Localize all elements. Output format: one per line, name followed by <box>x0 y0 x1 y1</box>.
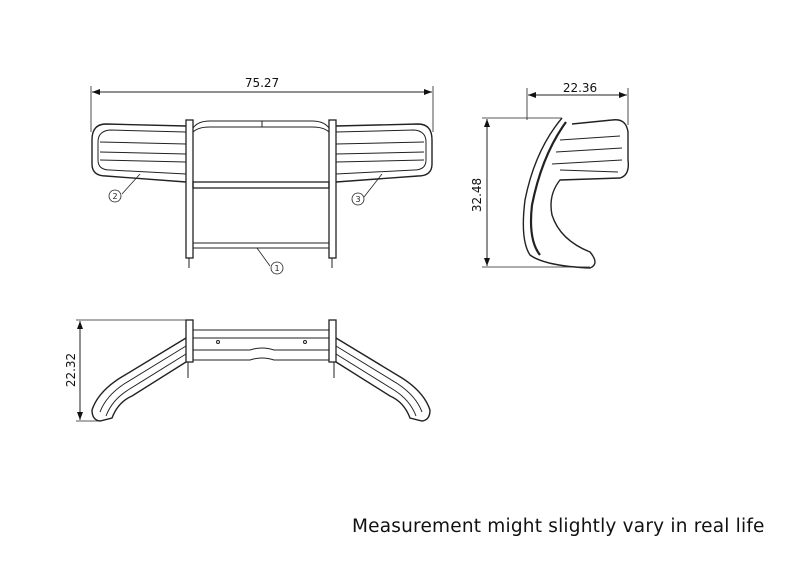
side-view: 22.36 32.48 <box>470 81 630 269</box>
right-wing <box>335 123 433 183</box>
side-profile <box>522 117 630 269</box>
lower-crossbar <box>192 242 330 249</box>
measurement-disclaimer: Measurement might slightly vary in real … <box>352 516 765 537</box>
right-wing-top <box>335 337 431 422</box>
left-post <box>185 119 194 259</box>
top-view: 22.32 <box>64 319 431 422</box>
left-wing <box>91 123 187 183</box>
right-post <box>328 119 337 259</box>
left-wing-top <box>91 337 187 422</box>
balloon-2: 2 <box>112 192 117 201</box>
width-dimension-label: 75.27 <box>245 76 279 90</box>
front-view: 75.27 1 2 3 <box>90 76 434 275</box>
top-crossbar <box>192 329 330 339</box>
balloon-1: 1 <box>274 264 279 273</box>
height-dimension-label: 32.48 <box>470 178 484 212</box>
upper-crossbar <box>192 181 330 189</box>
balloon-3: 3 <box>355 195 360 204</box>
top-depth-dimension-label: 22.32 <box>64 353 78 387</box>
depth-dimension-label: 22.36 <box>563 81 597 95</box>
